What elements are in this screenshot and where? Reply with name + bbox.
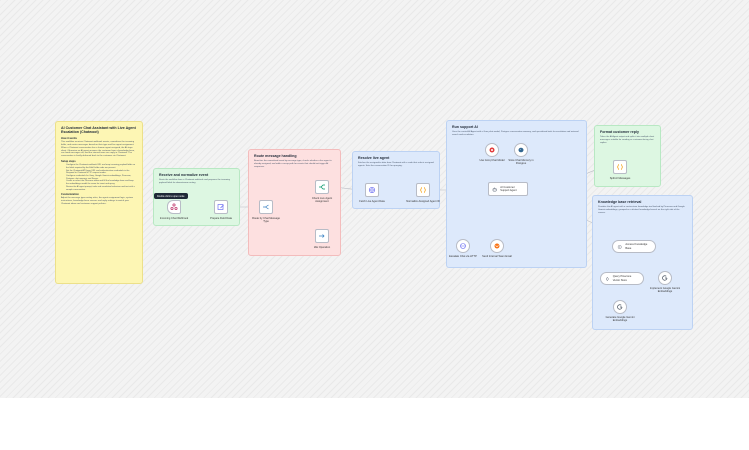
- fetch-agent-node[interactable]: [365, 183, 379, 197]
- sticky-note-format[interactable]: Format customer reply Takes the AI Agent…: [594, 125, 661, 187]
- gemini-embeddings-node-1[interactable]: [658, 271, 672, 285]
- sticky-main-custom-heading: Customization: [61, 193, 79, 197]
- code-braces-icon: [616, 164, 624, 170]
- robot-icon: [492, 187, 497, 191]
- sticky-note-resolve[interactable]: Resolve live agent Fetches the assigned-…: [352, 151, 440, 209]
- gemini-embeddings-node-2[interactable]: [613, 300, 627, 314]
- sticky-format-title: Format customer reply: [600, 130, 639, 134]
- edit-pen-icon: [217, 204, 224, 210]
- setup-step: Configure the Chatwoot webhook URL and m…: [66, 164, 137, 169]
- serper-node-label: Send Internal Team Email: [482, 255, 512, 258]
- memory-node-label: Store Chat Memory in Postgres: [508, 159, 534, 166]
- sticky-format-text: Takes the AI Agent output and splits it …: [600, 136, 655, 145]
- webhook-node[interactable]: [167, 200, 181, 214]
- split-node-label: Split AI Messages: [609, 177, 631, 180]
- sticky-resolve-title: Resolve live agent: [358, 156, 390, 160]
- sticky-main-setup-list: Configure the Chatwoot webhook URL and m…: [61, 164, 137, 191]
- email-tool-icon: [494, 243, 500, 249]
- switch-icon: [263, 204, 269, 210]
- pinecone-icon: [605, 276, 609, 281]
- ai-agent-label: AI Customer Support Agent: [500, 185, 517, 192]
- normalize-node-label: Normalize Assigned Agent ID: [406, 200, 440, 203]
- sticky-main-custom-text: Adjust the message type routing rules, t…: [61, 197, 133, 206]
- sticky-main-how-heading: How it works: [61, 136, 77, 140]
- kb-tool-label: Access Knowledge Base: [625, 243, 648, 250]
- groq-node-label: Use Groq Chat Model: [479, 159, 505, 162]
- sticky-main-title: AI Customer Chat Assistant with Live Age…: [61, 126, 136, 135]
- http-escalate-node[interactable]: [456, 239, 470, 253]
- postgres-memory-node[interactable]: [514, 143, 528, 157]
- sticky-kb-text: Provides the AI agent with a vector-stor…: [598, 206, 685, 215]
- pinecone-label: Query Pinecone Vector Store: [612, 275, 632, 282]
- idle-noop-node[interactable]: [315, 229, 329, 243]
- split-messages-node[interactable]: [613, 160, 627, 174]
- sticky-runai-text: Uses the central AI Agent with a Groq ch…: [452, 131, 579, 137]
- check-agent-node[interactable]: [315, 180, 329, 194]
- globe-tool-icon: [460, 243, 466, 249]
- route-node-label: Route by Chat Message Type: [252, 217, 280, 224]
- vector-store-icon: [617, 244, 622, 249]
- setup-step: Set the Chatwoot API base URL and authen…: [66, 170, 137, 175]
- code-braces-icon: [419, 187, 427, 193]
- sticky-note-knowledge[interactable]: Knowledge base retrieval Provides the AI…: [592, 195, 693, 330]
- setup-step: Create or select the Pinecone index and …: [66, 180, 137, 185]
- sticky-main-how-text: This workflow receives Chatwoot webhook …: [61, 140, 135, 158]
- send-email-node[interactable]: [490, 239, 504, 253]
- sticky-note-main[interactable]: AI Customer Chat Assistant with Live Age…: [55, 121, 143, 284]
- sticky-receive-title: Receive and normalize event: [159, 173, 209, 177]
- embed2-label: Generate Google Gemini Embeddings: [605, 316, 635, 323]
- postgres-elephant-icon: [518, 147, 524, 153]
- webhook-icon: [170, 203, 178, 211]
- normalize-agent-node[interactable]: [416, 183, 430, 197]
- google-g-icon: [662, 275, 668, 281]
- sticky-receive-text: Starts the workflow from a Chatwoot webh…: [159, 179, 231, 185]
- prepare-node-label: Prepare Field Data: [210, 217, 232, 220]
- groq-model-node[interactable]: [485, 143, 499, 157]
- idle-node-label: Idle Operation: [313, 246, 331, 249]
- node-tooltip: Double click to open node: [154, 193, 188, 199]
- setup-step: Configure credentials for Groq, Google G…: [66, 175, 137, 180]
- ai-agent-node[interactable]: AI Customer Support Agent: [488, 182, 528, 196]
- sticky-resolve-text: Fetches the assigned-to data from Chatwo…: [358, 162, 434, 168]
- sticky-runai-title: Run support AI: [452, 125, 478, 129]
- check-agent-label: Check Live Agent Assignment: [311, 197, 333, 204]
- embed1-label: Implement Google Gemini Embeddings: [649, 287, 681, 294]
- sticky-route-title: Route message handling: [254, 154, 297, 158]
- globe-icon: [368, 186, 376, 194]
- setup-step: Review the AI agent prompt, tools and es…: [66, 186, 137, 191]
- groq-logo-icon: [489, 147, 495, 153]
- route-switch-node[interactable]: [259, 200, 273, 214]
- noop-arrow-icon: [319, 234, 325, 238]
- sticky-kb-title: Knowledge base retrieval: [598, 200, 642, 204]
- knowledge-base-tool-node[interactable]: Access Knowledge Base: [612, 240, 656, 253]
- if-branch-icon: [319, 184, 325, 190]
- pinecone-store-node[interactable]: Query Pinecone Vector Store: [600, 272, 644, 285]
- prepare-fields-node[interactable]: [214, 200, 228, 214]
- google-g-icon: [617, 304, 623, 310]
- sticky-main-setup-heading: Setup steps: [61, 160, 76, 164]
- sticky-route-text: Branches the normalized event by message…: [254, 160, 332, 169]
- fetch-node-label: Fetch Live Agent Data: [359, 200, 385, 203]
- http-node-label: Escalate Chat via HTTP: [449, 255, 477, 258]
- webhook-node-label: Incoming Chat Webhook: [159, 217, 189, 220]
